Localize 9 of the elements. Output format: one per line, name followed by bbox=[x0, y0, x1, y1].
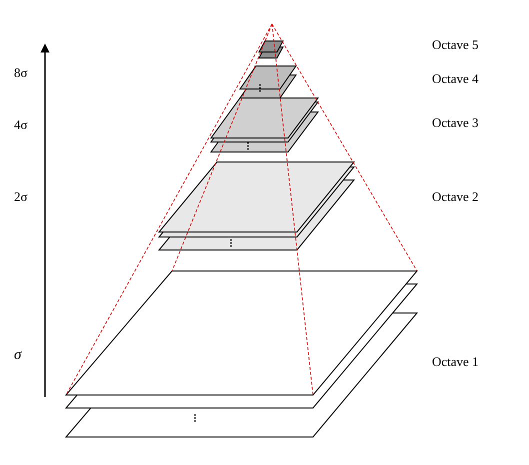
octave-label: Octave 1 bbox=[432, 355, 479, 368]
octave-label: Octave 4 bbox=[432, 72, 479, 85]
scale-label: 2σ bbox=[14, 190, 28, 203]
scale-label: 8σ bbox=[14, 66, 28, 79]
scale-label: 4σ bbox=[14, 118, 28, 131]
octave-label: Octave 5 bbox=[432, 38, 479, 51]
scale-label: σ bbox=[14, 348, 22, 363]
octave-label: Octave 3 bbox=[432, 116, 479, 129]
octave-label: Octave 2 bbox=[432, 190, 479, 203]
